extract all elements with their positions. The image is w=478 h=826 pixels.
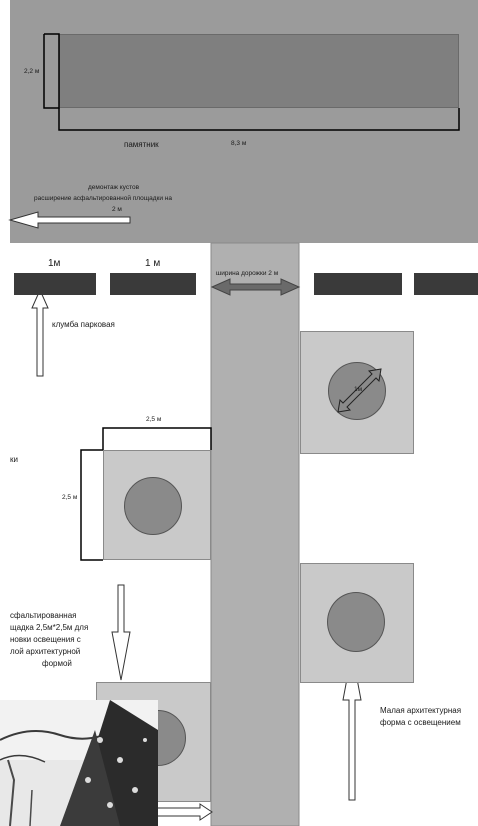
circle-right-bottom	[327, 592, 385, 652]
bar-right-1	[314, 273, 402, 295]
plot-width-label: 2,5 м	[146, 416, 162, 423]
flowerbed-arrow	[31, 288, 49, 377]
walkway-width-arrow	[210, 278, 301, 296]
monument-label: памятник	[124, 140, 159, 149]
monument-length-label: 8,3 м	[231, 140, 247, 147]
asphalt-down-arrow	[111, 584, 131, 681]
note-line-3: 2 м	[112, 206, 122, 213]
cut-left-text: ки	[10, 455, 18, 464]
asphalt-note-line-5: формой	[42, 659, 72, 668]
monument-rect	[59, 34, 459, 108]
note-line-2: расширение асфальтированной площадки на	[34, 195, 173, 202]
asphalt-note-line-1: сфальтированная	[10, 611, 77, 620]
bar-left-2	[110, 273, 196, 295]
monument-height-label: 2,2 м	[24, 68, 40, 75]
walkway	[210, 242, 300, 826]
walkway-width-label: ширина дорожки 2 м	[216, 270, 279, 277]
note-line-1: демонтаж кустов	[88, 184, 140, 191]
bottom-right-arrow	[149, 803, 213, 821]
diameter-arrow	[337, 368, 382, 413]
bar-right-2	[414, 273, 478, 295]
bar-label-2: 1 м	[145, 258, 161, 269]
flowerbed-label: клумба парковая	[52, 320, 115, 329]
bar-left-1	[14, 273, 96, 295]
plot-height-label: 2,5 м	[62, 494, 78, 501]
circle-left	[124, 477, 182, 535]
bar-label-1: 1м	[48, 258, 61, 269]
monument-length-bracket	[58, 108, 460, 131]
plot-height-bracket	[80, 449, 103, 561]
maf-note-line-1: Малая архитектурная	[380, 706, 462, 715]
asphalt-note-line-4: лой архитектурной	[10, 647, 81, 656]
circle-diameter-label: 1м	[354, 386, 363, 393]
asphalt-note-line-3: новки освещения с	[10, 635, 81, 644]
maf-up-arrow	[342, 651, 362, 801]
maf-note-line-2: форма с освещением	[380, 718, 461, 727]
asphalt-note-line-2: щадка 2,5м*2,5м для	[10, 623, 89, 632]
expand-arrow-left	[8, 211, 131, 229]
plot-width-bracket	[102, 427, 212, 450]
